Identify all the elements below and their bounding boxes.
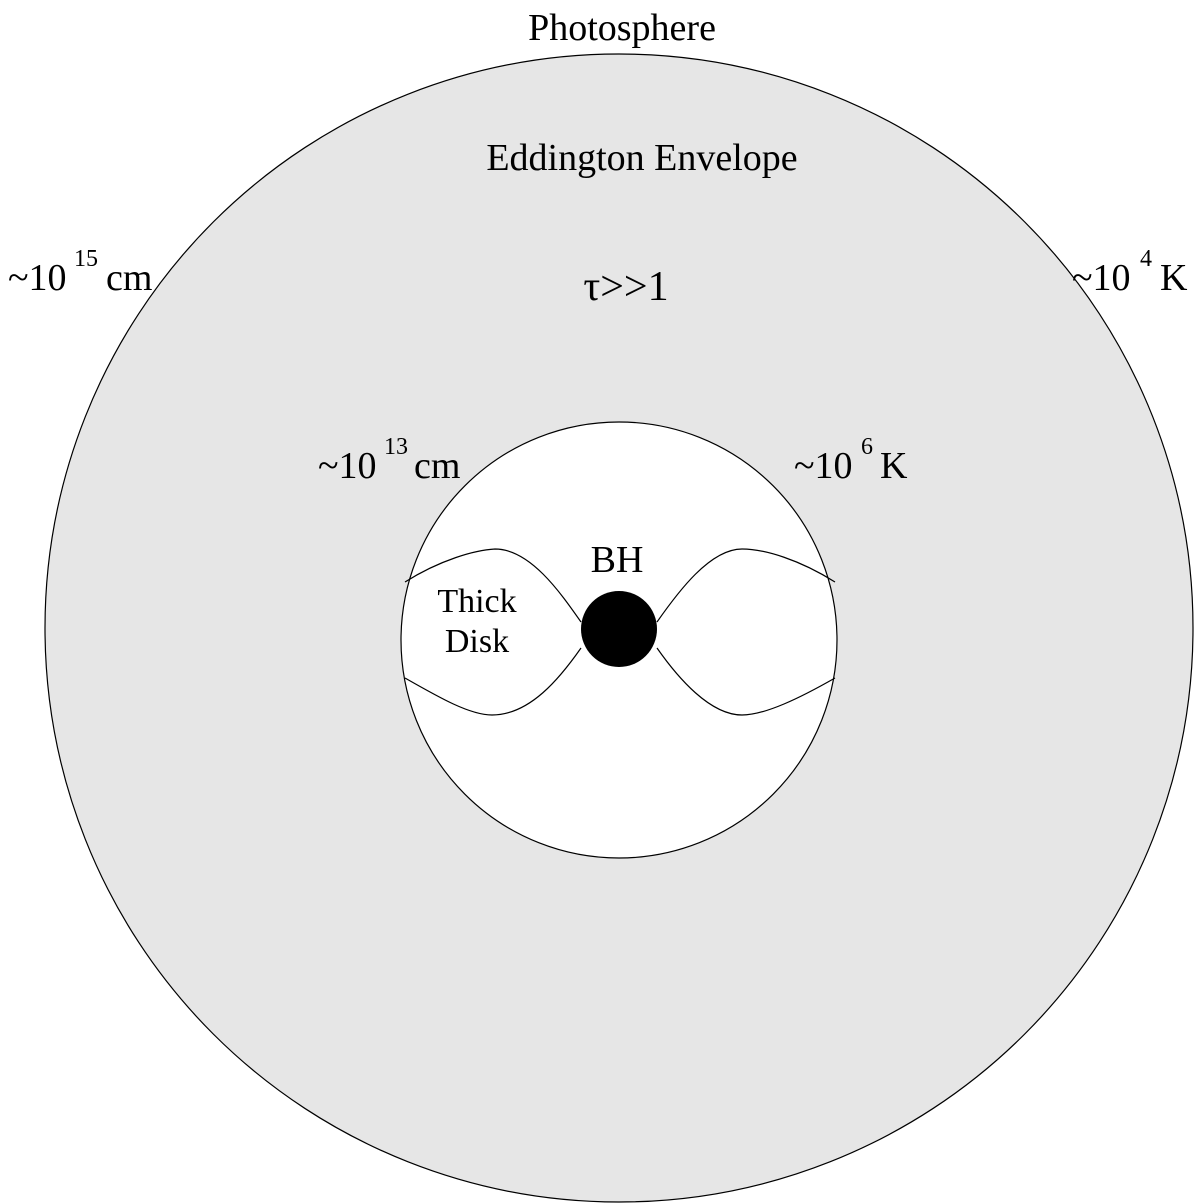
inner-radius-unit: cm (414, 445, 460, 487)
inner-temperature-label: ~10 6 K (794, 434, 908, 487)
inner-radius-prefix: ~10 (318, 445, 377, 487)
inner-temperature-exponent: 6 (861, 434, 873, 460)
thick-disk-label-line1: Thick (437, 583, 516, 620)
envelope-label: Eddington Envelope (486, 137, 797, 179)
outer-temperature-label: ~10 4 K (1072, 246, 1188, 299)
thick-disk-right-lobe (656, 548, 836, 716)
outer-temperature-exponent: 4 (1140, 246, 1152, 272)
photosphere-label: Photosphere (528, 7, 716, 49)
black-hole (581, 591, 657, 667)
inner-temperature-prefix: ~10 (794, 445, 853, 487)
optical-depth-label: τ>>1 (583, 264, 668, 310)
inner-radius-exponent: 13 (384, 434, 408, 460)
inner-temperature-unit: K (880, 445, 908, 487)
outer-radius-prefix: ~10 (8, 257, 67, 299)
inner-radius-label: ~10 13 cm (318, 434, 460, 487)
thick-disk-left-lobe (404, 548, 582, 716)
black-hole-label: BH (591, 539, 644, 581)
outer-temperature-unit: K (1160, 257, 1188, 299)
thick-disk-label-line2: Disk (445, 623, 509, 660)
outer-radius-label: ~10 15 cm (8, 246, 152, 299)
outer-radius-unit: cm (106, 257, 152, 299)
outer-temperature-prefix: ~10 (1072, 257, 1131, 299)
outer-radius-exponent: 15 (74, 246, 98, 272)
